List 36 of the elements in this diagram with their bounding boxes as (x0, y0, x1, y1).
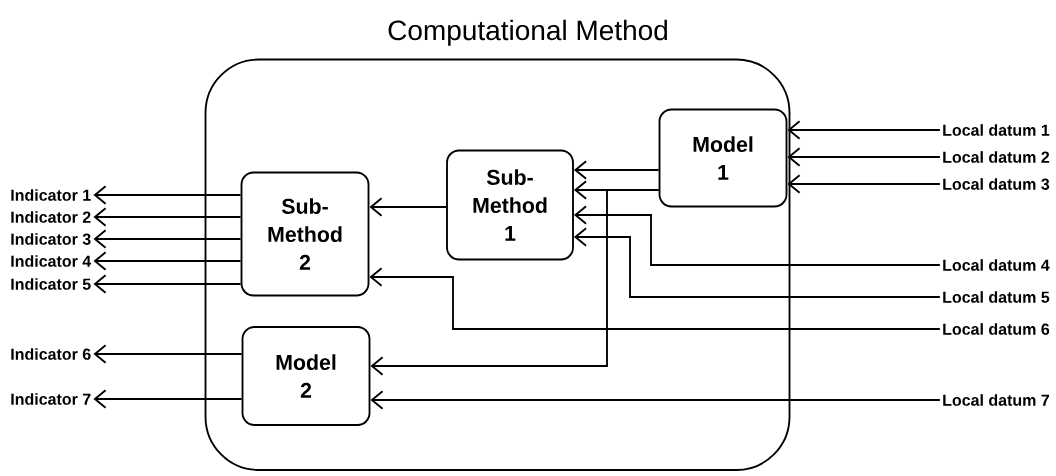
arrow (93, 229, 242, 249)
process-box: Model 2 (241, 326, 371, 426)
output-label: Indicator 4 (11, 255, 92, 267)
process-box: Sub- Method 1 (446, 149, 574, 261)
output-label: Indicator 6 (11, 348, 91, 360)
output-label: Indicator 3 (11, 233, 91, 245)
arrow (93, 274, 242, 294)
arrow (93, 389, 243, 409)
process-box: Sub- Method 2 (240, 171, 370, 297)
arrow (369, 197, 447, 217)
arrow (370, 189, 660, 376)
arrow (93, 251, 242, 271)
arrow (93, 185, 242, 205)
arrow (369, 267, 941, 330)
title: Computational Method (388, 19, 667, 46)
arrow (787, 147, 941, 167)
input-label: Local datum 7 (943, 394, 1050, 406)
input-label: Local datum 3 (943, 178, 1050, 190)
output-label: Indicator 5 (11, 278, 91, 290)
process-box: Model 1 (658, 108, 788, 208)
arrow (93, 207, 242, 227)
arrow (370, 390, 941, 410)
input-label: Local datum 6 (943, 323, 1050, 335)
output-label: Indicator 7 (11, 393, 91, 405)
arrow (573, 160, 660, 180)
arrow (93, 344, 243, 364)
arrow (573, 205, 941, 266)
input-label: Local datum 1 (943, 124, 1050, 136)
arrow (787, 120, 941, 140)
arrow (787, 174, 941, 194)
input-label: Local datum 2 (943, 151, 1050, 163)
arrow (573, 227, 941, 298)
input-label: Local datum 4 (943, 259, 1050, 271)
output-label: Indicator 1 (11, 189, 91, 201)
output-label: Indicator 2 (11, 211, 91, 223)
input-label: Local datum 5 (943, 291, 1050, 303)
